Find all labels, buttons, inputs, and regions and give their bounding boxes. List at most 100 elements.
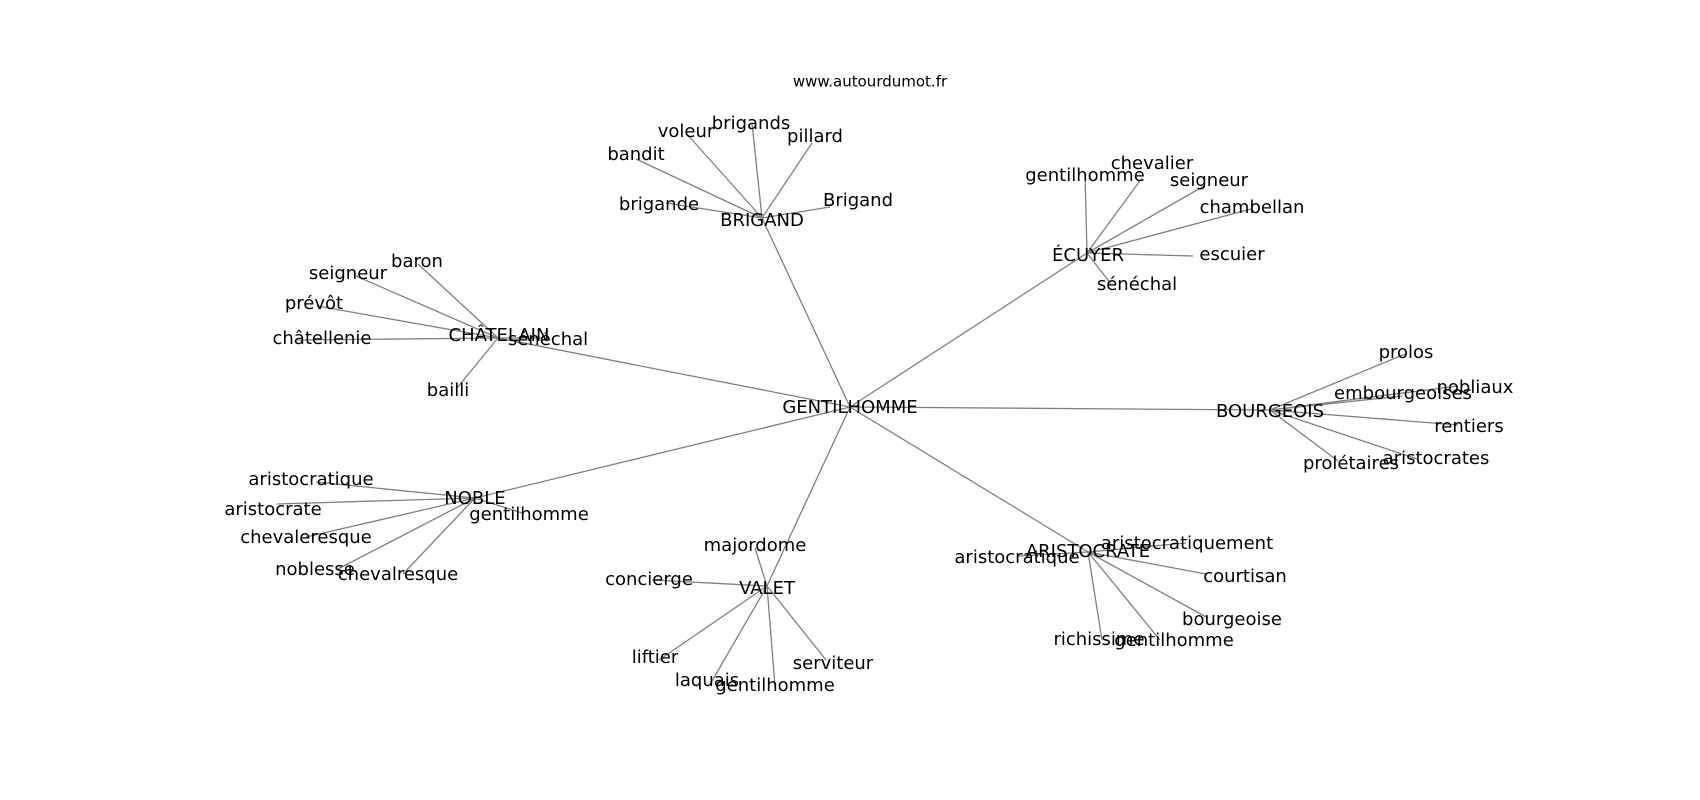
- edge-hub-to-leaf: [711, 585, 768, 682]
- hub-node-label[interactable]: VALET: [739, 578, 796, 599]
- leaf-node-label[interactable]: baron: [391, 251, 443, 272]
- edge-center-to-hub: [766, 406, 851, 587]
- hub-node-label[interactable]: CHÂTELAIN: [449, 324, 550, 346]
- edge-hub-to-leaf: [761, 142, 813, 219]
- leaf-node-label[interactable]: prolétaires: [1303, 453, 1399, 474]
- edge-hub-to-leaf: [1018, 551, 1089, 557]
- leaf-node-label[interactable]: aristocratique: [248, 469, 373, 490]
- edge-center-to-hub: [497, 337, 851, 408]
- edge-hub-to-leaf: [1086, 185, 1205, 254]
- edge-hub-to-leaf: [276, 497, 476, 505]
- leaf-node-label[interactable]: courtisan: [1203, 566, 1287, 587]
- hub-node-label[interactable]: ARISTOCRATE: [1026, 541, 1150, 562]
- edge-hub-to-leaf: [1087, 551, 1161, 641]
- leaf-node-label[interactable]: gentilhomme: [1114, 630, 1234, 651]
- edges-layer: [276, 122, 1459, 687]
- edge-hub-to-leaf: [1087, 551, 1209, 619]
- edge-hub-to-leaf: [1084, 173, 1088, 254]
- leaf-node-label[interactable]: seigneur: [309, 263, 388, 284]
- leaf-node-label[interactable]: bandit: [607, 144, 664, 165]
- edge-hub-to-leaf: [402, 497, 476, 575]
- leaf-node-label[interactable]: nobliaux: [1437, 377, 1514, 398]
- hub-node-label[interactable]: BRIGAND: [720, 210, 804, 231]
- leaf-node-label[interactable]: laquais: [675, 670, 739, 691]
- leaf-node-label[interactable]: sénéchal: [508, 329, 588, 350]
- leaf-node-label[interactable]: gentilhomme: [469, 504, 589, 525]
- leaf-node-label[interactable]: chambellan: [1200, 197, 1305, 218]
- leaf-node-label[interactable]: aristocrate: [224, 499, 321, 520]
- edge-center-to-hub: [849, 406, 1271, 411]
- leaf-node-label[interactable]: escuier: [1199, 244, 1265, 265]
- hub-node-label[interactable]: ÉCUYER: [1052, 244, 1124, 266]
- edge-hub-to-leaf: [651, 579, 768, 587]
- leaf-node-label[interactable]: chevaleresque: [240, 527, 372, 548]
- hub-node-label[interactable]: BOURGEOIS: [1216, 401, 1324, 422]
- leaf-node-label[interactable]: embourgeoises: [1334, 383, 1472, 404]
- edge-hub-to-leaf: [417, 263, 499, 339]
- edge-hub-to-leaf: [1269, 409, 1459, 426]
- leaf-node-label[interactable]: Brigand: [823, 190, 893, 211]
- edge-hub-to-leaf: [685, 132, 763, 219]
- leaf-node-label[interactable]: sénéchal: [1097, 274, 1177, 295]
- leaf-node-label[interactable]: chevalier: [1111, 153, 1194, 174]
- edge-hub-to-leaf: [754, 547, 768, 587]
- leaf-node-label[interactable]: majordome: [704, 535, 807, 556]
- edge-hub-to-leaf: [1086, 208, 1252, 254]
- leaf-node-label[interactable]: prolos: [1379, 342, 1434, 363]
- edge-center-to-hub: [761, 217, 851, 408]
- leaf-node-label[interactable]: brigande: [619, 194, 699, 215]
- leaf-node-label[interactable]: concierge: [605, 569, 693, 590]
- site-label[interactable]: www.autourdumot.fr: [793, 73, 948, 91]
- edge-hub-to-leaf: [635, 158, 763, 219]
- edge-hub-to-leaf: [1086, 252, 1112, 285]
- edge-center-to-hub: [849, 252, 1088, 408]
- leaf-node-label[interactable]: rentiers: [1434, 416, 1503, 437]
- edge-hub-to-leaf: [751, 122, 763, 219]
- edge-center-to-hub: [849, 406, 1089, 553]
- leaf-node-label[interactable]: chevalresque: [338, 564, 458, 585]
- leaf-node-label[interactable]: aristocratiquement: [1101, 533, 1273, 554]
- edge-hub-to-leaf: [761, 206, 831, 219]
- edge-hub-to-leaf: [316, 305, 499, 339]
- edge-hub-to-leaf: [355, 275, 499, 339]
- leaf-node-label[interactable]: pillard: [787, 126, 843, 147]
- leaf-node-label[interactable]: gentilhomme: [1025, 165, 1145, 186]
- leaf-node-label[interactable]: châtellenie: [272, 328, 371, 349]
- edge-hub-to-leaf: [1269, 409, 1418, 460]
- edge-hub-to-leaf: [474, 497, 523, 514]
- leaf-node-label[interactable]: prévôt: [285, 293, 343, 314]
- edge-hub-to-leaf: [766, 585, 776, 687]
- labels-layer: www.autourdumot.fr GENTILHOMME BRIGAND ban…: [224, 73, 1513, 697]
- edge-hub-to-leaf: [1087, 542, 1187, 553]
- leaf-node-label[interactable]: gentilhomme: [715, 675, 835, 696]
- leaf-node-label[interactable]: brigands: [712, 113, 791, 134]
- edge-hub-to-leaf: [1269, 409, 1339, 462]
- leaf-node-label[interactable]: aristocrates: [1383, 448, 1490, 469]
- edge-hub-to-leaf: [1087, 551, 1207, 575]
- leaf-node-label[interactable]: richissime: [1053, 629, 1144, 650]
- leaf-node-label[interactable]: noblesse: [275, 559, 355, 580]
- edge-hub-to-leaf: [658, 585, 768, 661]
- hub-node-label[interactable]: NOBLE: [444, 488, 505, 509]
- leaf-node-label[interactable]: liftier: [632, 647, 679, 668]
- center-node-label[interactable]: GENTILHOMME: [782, 397, 917, 418]
- edge-hub-to-leaf: [1269, 385, 1459, 411]
- leaf-node-label[interactable]: bourgeoise: [1182, 609, 1282, 630]
- edge-hub-to-leaf: [1269, 353, 1406, 411]
- edge-center-to-hub: [474, 406, 851, 499]
- leaf-node-label[interactable]: bailli: [427, 380, 469, 401]
- leaf-node-label[interactable]: serviteur: [793, 653, 874, 674]
- edge-hub-to-leaf: [296, 337, 499, 341]
- edge-hub-to-leaf: [337, 497, 476, 570]
- leaf-node-label[interactable]: seigneur: [1170, 170, 1249, 191]
- edge-hub-to-leaf: [1087, 551, 1103, 641]
- edge-hub-to-leaf: [315, 481, 476, 499]
- leaf-node-label[interactable]: aristocratique: [954, 547, 1079, 568]
- edge-hub-to-leaf: [1086, 252, 1194, 257]
- leaf-node-label[interactable]: voleur: [658, 121, 715, 142]
- edge-hub-to-leaf: [305, 497, 476, 538]
- edge-hub-to-leaf: [1086, 177, 1143, 254]
- edge-hub-to-leaf: [456, 337, 499, 389]
- edge-hub-to-leaf: [665, 202, 763, 219]
